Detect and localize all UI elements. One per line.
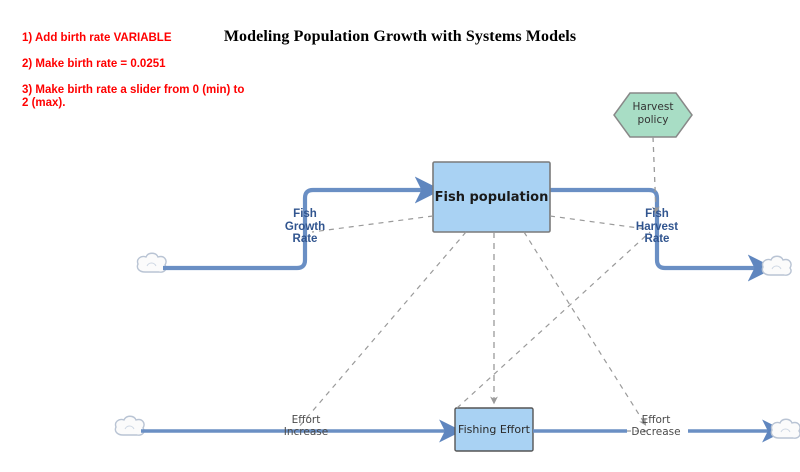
rate-fish-harvest-rate-line-3: Rate bbox=[644, 233, 670, 245]
rate-effort-decrease-line-2: Decrease bbox=[631, 426, 681, 438]
link-population-to-effort-decrease bbox=[523, 231, 647, 426]
link-population-to-growth-rate bbox=[311, 215, 434, 233]
instruction-note-2: 2) Make birth rate = 0.0251 bbox=[22, 58, 166, 70]
rate-fish-harvest-rate-line-1: Fish bbox=[645, 208, 669, 220]
link-policy-to-harvest-rate bbox=[651, 136, 660, 215]
converter-harvest-policy[interactable] bbox=[613, 92, 693, 138]
stock-fishing-effort-label: Fishing Effort bbox=[458, 423, 530, 436]
cloud-sink-top bbox=[761, 255, 792, 276]
rate-effort-decrease: Effort Decrease bbox=[612, 414, 700, 438]
flow-growth-pipe bbox=[163, 176, 442, 271]
instruction-note-3: 3) Make birth rate a slider from 0 (min)… bbox=[22, 84, 245, 109]
rate-fish-growth-rate-line-1: Fish bbox=[293, 208, 317, 220]
rate-effort-increase: Effort Increase bbox=[262, 414, 350, 438]
rate-fish-harvest-rate: Fish Harvest Rate bbox=[617, 208, 697, 246]
cloud-sink-bottom bbox=[770, 418, 800, 439]
stock-fish-population-label: Fish population bbox=[434, 190, 549, 205]
stock-fish-population[interactable] bbox=[432, 161, 551, 233]
rate-effort-increase-line-2: Increase bbox=[283, 426, 329, 438]
instruction-notes: 1) Add birth rate VARIABLE 2) Make birth… bbox=[22, 32, 252, 110]
rate-fish-growth-rate-line-2: Growth bbox=[284, 220, 326, 233]
link-fishing-effort-to-harvest-rate bbox=[456, 231, 651, 409]
converter-harvest-policy-line-1: Harvest bbox=[632, 101, 674, 113]
link-population-to-effort-increase bbox=[297, 231, 467, 429]
instruction-note-1: 1) Add birth rate VARIABLE bbox=[22, 32, 172, 44]
link-population-to-harvest-rate bbox=[549, 215, 647, 230]
flow-harvest-pipe bbox=[550, 187, 775, 282]
page-title: Modeling Population Growth with Systems … bbox=[223, 28, 577, 45]
cloud-source-top bbox=[136, 252, 167, 273]
rate-fish-growth-rate: Fish Growth Rate bbox=[265, 208, 345, 246]
cloud-source-bottom bbox=[114, 415, 145, 436]
rate-fish-growth-rate-line-3: Rate bbox=[292, 233, 318, 245]
converter-harvest-policy-line-2: policy bbox=[637, 114, 669, 126]
rate-fish-harvest-rate-line-2: Harvest bbox=[635, 220, 679, 233]
rate-effort-increase-line-1: Effort bbox=[291, 414, 321, 426]
rate-effort-decrease-line-1: Effort bbox=[641, 414, 671, 426]
converter-harvest-policy-label: Harvest policy bbox=[614, 101, 692, 127]
